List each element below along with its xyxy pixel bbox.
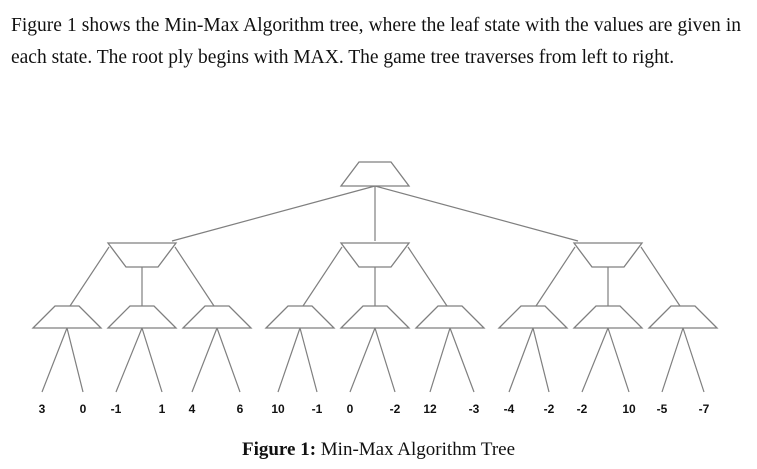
root-max-node [339,161,411,187]
leaf-value-12: -3 [469,402,480,416]
edge-max-9-right [682,327,705,393]
edge-max-1-right [66,327,84,393]
edge-max-5-left [349,327,376,393]
leaf-value-7: 10 [271,402,285,416]
leaf-value-13: -4 [504,402,515,416]
edge-max-6-left [429,327,451,393]
leaf-value-14: -2 [544,402,555,416]
leaf-value-9: 0 [347,402,354,416]
max-node-6 [414,305,486,329]
leaf-value-17: -5 [657,402,668,416]
edge-max-4-left [277,327,301,393]
leaf-value-5: 4 [189,402,196,416]
leaf-value-11: 12 [423,402,437,416]
min-node-3 [572,242,644,268]
edge-root-to-min-3 [374,185,579,242]
edge-max-4-right [299,327,318,393]
edge-max-6-right [449,327,475,393]
edge-root-to-min-1 [171,185,376,242]
leaf-value-3: -1 [111,402,122,416]
max-node-8 [572,305,644,329]
max-node-1 [31,305,103,329]
edge-min-3-left [535,246,576,307]
edge-max-3-right [216,327,241,393]
edge-max-8-left [581,327,609,393]
max-node-4 [264,305,336,329]
edge-max-5-right [374,327,396,393]
edge-min-2-right [407,246,448,307]
min-node-2 [339,242,411,268]
edge-max-9-left [661,327,684,393]
max-node-5 [339,305,411,329]
edge-min-1-left [69,246,110,307]
tree-edges [41,185,705,393]
leaf-value-15: -2 [577,402,588,416]
leaf-value-18: -7 [699,402,710,416]
edge-max-7-right [532,327,550,393]
leaf-value-2: 0 [80,402,87,416]
tree-nodes [31,161,719,329]
edge-max-2-left [115,327,143,393]
leaf-value-1: 3 [39,402,46,416]
edge-max-8-right [607,327,630,393]
max-node-3 [181,305,253,329]
leaf-value-16: 10 [622,402,636,416]
leaf-values: 3 0 -1 1 4 6 10 -1 0 -2 12 -3 -4 -2 -2 10 -5 -7 [39,402,710,416]
edge-min-1-right [174,246,215,307]
edge-max-3-left [191,327,218,393]
edge-max-7-left [508,327,534,393]
max-node-2 [106,305,178,329]
description-paragraph: Figure 1 shows the Min-Max Algorithm tre… [11,15,741,68]
min-node-1 [106,242,178,268]
leaf-value-4: 1 [159,402,166,416]
max-node-7 [497,305,569,329]
max-node-9 [647,305,719,329]
figure-caption: Figure 1: Min-Max Algorithm Tree [0,439,757,461]
edge-min-3-right [640,246,681,307]
leaf-value-8: -1 [312,402,323,416]
leaf-value-10: -2 [390,402,401,416]
leaf-value-6: 6 [237,402,244,416]
caption-label: Figure 1: [241,439,317,460]
edge-max-2-right [141,327,163,393]
edge-max-1-left [41,327,68,393]
caption-text: Min-Max Algorithm Tree [316,439,516,460]
edge-min-2-left [302,246,343,307]
